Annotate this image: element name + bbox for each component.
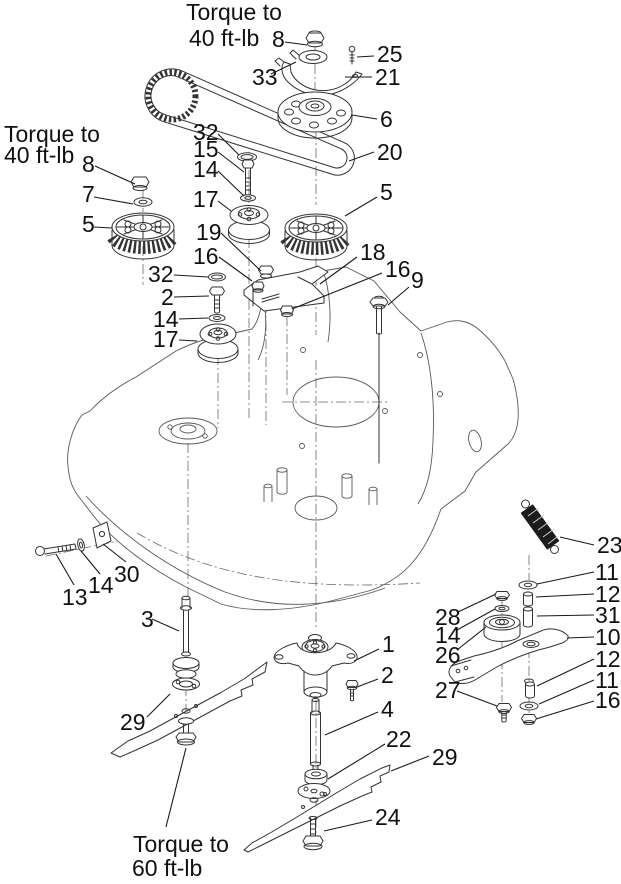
callout-8-top: 8	[272, 26, 285, 52]
callout-22: 22	[386, 726, 412, 752]
mid-idler-stack	[228, 152, 270, 244]
mower-deck-shell	[67, 266, 519, 611]
callout-17-mid: 17	[193, 186, 219, 212]
torque-note-left: Torque to 40 ft-lb	[4, 121, 100, 168]
callout-16-lower: 16	[595, 687, 621, 713]
callout-28: 28	[435, 604, 461, 630]
callout-7: 7	[82, 181, 95, 207]
callout-12-upper: 12	[595, 581, 621, 607]
callout-9: 9	[411, 267, 424, 293]
idler-arm-group	[448, 580, 569, 725]
callout-15: 15	[193, 136, 219, 162]
grooved-pulley-left	[107, 212, 179, 260]
callout-21: 21	[375, 64, 401, 90]
callout-2-spindle: 2	[381, 662, 394, 688]
drive-belt	[144, 68, 355, 176]
callout-29-right: 29	[432, 744, 458, 770]
left-spindle-shaft	[172, 595, 200, 691]
callout-18: 18	[360, 239, 386, 265]
callout-26: 26	[435, 642, 461, 668]
callout-12-lower: 12	[595, 646, 621, 672]
callout-1: 1	[382, 631, 395, 657]
callout-14-carriage: 14	[88, 572, 114, 598]
callout-13: 13	[62, 584, 88, 610]
torque-note-bottom-line2: 60 ft-lb	[132, 855, 202, 881]
bearing-housing	[277, 91, 353, 139]
callout-8-left: 8	[82, 151, 95, 177]
callout-11-upper: 11	[595, 559, 619, 585]
left-pulley-washer	[133, 197, 153, 207]
callout-25: 25	[377, 41, 403, 67]
callout-29-left: 29	[120, 709, 146, 735]
long-bolt-9	[369, 295, 389, 464]
callout-2-idler: 2	[161, 284, 174, 310]
callout-14-arm: 14	[435, 622, 461, 648]
callout-32-idler: 32	[148, 261, 174, 287]
top-bolt	[305, 30, 325, 48]
spindle-bolt	[345, 680, 359, 702]
left-blade	[110, 661, 268, 758]
callout-30: 30	[114, 561, 140, 587]
torque-note-top: Torque to 40 ft-lb	[186, 0, 282, 51]
callout-23: 23	[597, 532, 621, 558]
callout-4: 4	[381, 696, 394, 722]
callout-3: 3	[141, 606, 154, 632]
left-blade-bolt	[175, 717, 197, 746]
right-blade	[243, 764, 391, 853]
deck-idler-stack	[197, 272, 239, 363]
torque-note-left-line2: 40 ft-lb	[4, 142, 74, 168]
leader-lines	[55, 41, 595, 832]
callout-19: 19	[196, 219, 222, 245]
torque-note-left-line1: Torque to	[4, 121, 100, 147]
callout-6: 6	[380, 106, 393, 132]
torque-note-top-line2: 40 ft-lb	[189, 25, 259, 51]
idler-bracket	[243, 265, 329, 317]
callout-24: 24	[375, 804, 401, 830]
callout-31: 31	[595, 602, 621, 628]
callout-27: 27	[435, 677, 461, 703]
right-blade-bolt	[302, 816, 324, 851]
carriage-bolt-group	[35, 521, 112, 556]
torque-note-top-line1: Torque to	[186, 0, 282, 25]
callout-17-idler: 17	[153, 326, 179, 352]
extension-spring	[520, 499, 560, 554]
left-pulley-washer-hole	[138, 199, 148, 205]
torque-note-bottom-line1: Torque to	[133, 831, 229, 857]
callout-5-right: 5	[380, 179, 393, 205]
blade-spacer	[297, 768, 331, 799]
callout-10: 10	[595, 624, 621, 650]
callout-16-b: 16	[385, 256, 411, 282]
callout-14-mid: 14	[193, 156, 219, 182]
callout-14-idler: 14	[153, 306, 179, 332]
callout-11-lower: 11	[595, 667, 619, 693]
callout-20: 20	[377, 139, 403, 165]
callout-5-left: 5	[82, 211, 95, 237]
spindle-housing	[273, 634, 358, 698]
spindle-shaft-4	[310, 698, 321, 772]
torque-note-bottom: Torque to 60 ft-lb	[132, 831, 229, 881]
callout-16-a: 16	[193, 243, 219, 269]
callout-32-mid: 32	[193, 119, 219, 145]
keyed-washer	[289, 49, 328, 64]
small-screw	[348, 45, 356, 65]
callout-33: 33	[252, 64, 278, 90]
